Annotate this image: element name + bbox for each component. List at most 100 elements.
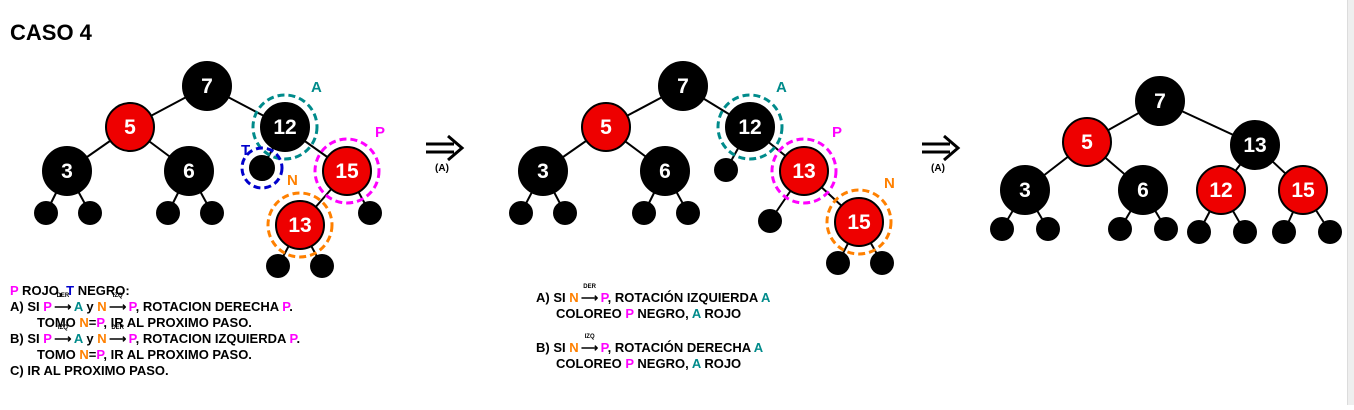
tree-node-6: 6 xyxy=(1118,165,1168,215)
nil-leaf xyxy=(78,201,102,225)
pink-dashed-ring xyxy=(770,137,838,205)
nil-leaf xyxy=(310,254,334,278)
tree-node-7: 7 xyxy=(1135,76,1185,126)
blue-dashed-ring xyxy=(240,146,284,190)
nil-leaf xyxy=(1233,220,1257,244)
node-label: 5 xyxy=(1081,131,1093,154)
nil-leaf xyxy=(870,251,894,275)
node-label: 15 xyxy=(335,160,359,183)
node-label: 3 xyxy=(61,160,73,183)
nil-leaf xyxy=(34,201,58,225)
nil-leaf xyxy=(676,201,700,225)
tree-node-7: 7 xyxy=(182,61,232,111)
node-label: 7 xyxy=(1154,90,1166,113)
node-tag-A: A xyxy=(311,79,322,96)
tree-node-12: 12 A xyxy=(251,79,322,161)
node-circle xyxy=(658,61,708,111)
orange-dashed-ring xyxy=(266,191,334,259)
tree-node-12: 12A xyxy=(716,79,787,161)
node-label: 3 xyxy=(1019,179,1031,202)
node-label: 12 xyxy=(273,116,296,139)
orange-dashed-ring xyxy=(825,188,893,256)
rule-a-line-2: COLOREO P NEGRO, A ROJO xyxy=(556,306,742,321)
nil-leaf xyxy=(1036,217,1060,241)
node-circle xyxy=(182,61,232,111)
node-circle xyxy=(1135,76,1185,126)
tree-node-13: 13 xyxy=(1230,120,1280,170)
rule-line-5: TOMO N=P, IR AL PROXIMO PASO. xyxy=(37,347,252,362)
nil-leaf xyxy=(826,251,850,275)
rule-b-line-2: COLOREO P NEGRO, A ROJO xyxy=(556,356,742,371)
nil-leaf xyxy=(714,158,738,182)
tree-node-6: 6 xyxy=(640,146,690,196)
node-circle xyxy=(779,146,829,196)
tree-node-5: 5 xyxy=(105,102,155,152)
tree-node-15: 15 xyxy=(1278,165,1328,215)
page-title: CASO 4 xyxy=(10,20,92,45)
rule-line-3: TOMO N=P, IR AL PROXIMO PASO. xyxy=(37,315,252,330)
node-circle xyxy=(260,102,310,152)
nil-leaf xyxy=(632,201,656,225)
node-circle xyxy=(1062,117,1112,167)
tree-node-5: 5 xyxy=(581,102,631,152)
node-circle xyxy=(1196,165,1246,215)
node-label: 6 xyxy=(183,160,195,183)
node-circle xyxy=(249,155,275,181)
node-label: 13 xyxy=(1243,134,1266,157)
node-circle xyxy=(322,146,372,196)
arrow-izq-icon: IZQ⟶ xyxy=(109,293,127,314)
node-label: 13 xyxy=(792,160,815,183)
arrow-head-icon xyxy=(943,134,961,162)
node-tag-T: T xyxy=(241,142,250,159)
node-label: 15 xyxy=(1291,179,1315,202)
scrollbar[interactable] xyxy=(1347,0,1354,405)
nil-leaf xyxy=(266,254,290,278)
tree-node-13: 13N xyxy=(266,172,334,259)
tree-node-13: 13P xyxy=(770,124,842,205)
node-label: 7 xyxy=(201,75,213,98)
rule-line-6: C) IR AL PROXIMO PASO. xyxy=(10,363,169,378)
nil-leaf xyxy=(1187,220,1211,244)
node-label: 5 xyxy=(600,116,612,139)
tree-node-3: 3 xyxy=(518,146,568,196)
node-circle xyxy=(725,102,775,152)
teal-dashed-ring xyxy=(251,93,319,161)
nil-leaf xyxy=(156,201,180,225)
nil-leaf xyxy=(1272,220,1296,244)
node-circle xyxy=(581,102,631,152)
transition-label: (A) xyxy=(931,163,945,174)
nil-leaf xyxy=(553,201,577,225)
tree-node-3: 3 xyxy=(42,146,92,196)
rule-line-1: P ROJO, T NEGRO: xyxy=(10,283,130,298)
node-label: 5 xyxy=(124,116,136,139)
node-label: 7 xyxy=(677,75,689,98)
node-circle xyxy=(1118,165,1168,215)
tree-node-T: T xyxy=(240,142,284,190)
node-circle xyxy=(834,197,884,247)
nil-leaf xyxy=(358,201,382,225)
node-tag-N: N xyxy=(287,172,298,189)
node-circle xyxy=(518,146,568,196)
tree-node-6: 6 xyxy=(164,146,214,196)
arrow-izq-icon: IZQ⟶ xyxy=(581,334,599,355)
pink-dashed-ring xyxy=(313,137,381,205)
nil-leaf xyxy=(200,201,224,225)
node-tag-N: N xyxy=(884,175,895,192)
node-label: 6 xyxy=(1137,179,1149,202)
node-circle xyxy=(275,200,325,250)
node-circle xyxy=(640,146,690,196)
arrow-der-icon: DER⟶ xyxy=(109,325,127,346)
tree-node-15: 15 N xyxy=(825,175,895,256)
nil-leaf xyxy=(1318,220,1342,244)
arrow-head-icon xyxy=(447,134,465,162)
node-circle xyxy=(105,102,155,152)
teal-dashed-ring xyxy=(716,93,784,161)
node-label: 15 xyxy=(847,211,871,234)
